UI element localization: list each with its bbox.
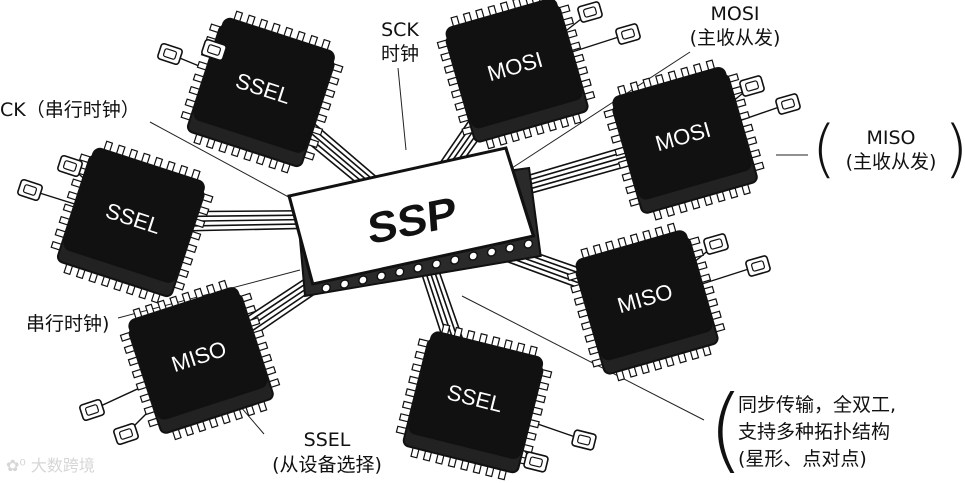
label-sck-left: CK（串行时钟） xyxy=(0,98,140,122)
terminal-block xyxy=(577,1,603,22)
label-features-line2: 支持多种拓扑结构 xyxy=(738,419,896,446)
ssp-chip-pin xyxy=(322,284,331,292)
watermark-logo-icon: ✿⁰ xyxy=(6,456,31,475)
terminal-block xyxy=(703,233,729,254)
watermark: ✿⁰ 大数跨境 xyxy=(6,452,95,476)
terminal-block xyxy=(571,430,596,451)
terminal-block xyxy=(113,423,139,445)
terminal-block xyxy=(745,255,771,276)
miso-right-open-paren: ( xyxy=(812,118,836,180)
ssp-chip-pin xyxy=(469,252,478,260)
label-miso-right-line2: (主收从发) xyxy=(836,150,946,174)
ssp-chip: SSP xyxy=(275,148,556,296)
label-ssel-bottom-line2: (从设备选择) xyxy=(252,453,402,478)
label-sck-top-line2: 时钟 xyxy=(370,42,430,66)
label-features: 同步传输，全双工, 支持多种拓扑结构 (星形、点对点) xyxy=(738,392,896,473)
ssp-chip-pin xyxy=(450,256,459,264)
terminal-block xyxy=(775,93,801,114)
ssp-chip-pin xyxy=(340,280,349,288)
label-mosi-top: MOSI (主收从发) xyxy=(680,2,790,50)
terminal-block xyxy=(739,75,765,96)
label-features-line3: (星形、点对点) xyxy=(738,446,896,473)
ssp-chip-pin xyxy=(432,260,441,268)
ssp-chip-pin xyxy=(487,248,496,256)
label-miso-right-line1: MISO xyxy=(836,126,946,150)
label-serial-clock: 串行时钟) xyxy=(26,312,109,336)
terminal-block xyxy=(615,23,641,44)
terminal-block xyxy=(523,452,548,473)
ssp-chip-pin xyxy=(524,240,533,248)
label-ssel-bottom-line1: SSEL xyxy=(252,428,402,453)
terminal-block xyxy=(79,399,105,421)
ssp-center-chip: SSP xyxy=(275,148,556,296)
label-sck-top-line1: SCK xyxy=(370,18,430,42)
label-features-line1: 同步传输，全双工, xyxy=(738,392,896,419)
terminal-block xyxy=(17,179,43,201)
ssp-chip-pin xyxy=(414,264,423,272)
label-miso-right: MISO (主收从发) xyxy=(836,126,946,174)
label-sck-top: SCK 时钟 xyxy=(370,18,430,66)
miso-right-close-paren: ) xyxy=(944,118,965,180)
ssp-chip-pin xyxy=(505,244,514,252)
ssp-chip-pin xyxy=(395,268,404,276)
terminal-block xyxy=(157,43,183,65)
ssp-chip-pin xyxy=(377,272,386,280)
terminal-block xyxy=(57,155,83,177)
label-mosi-top-line1: MOSI xyxy=(680,2,790,26)
leader-line xyxy=(398,68,406,150)
watermark-text: 大数跨境 xyxy=(31,456,95,475)
label-mosi-top-line2: (主收从发) xyxy=(680,26,790,50)
ssp-chip-pin xyxy=(358,276,367,284)
label-ssel-bottom: SSEL (从设备选择) xyxy=(252,428,402,478)
chip-sel-topleft: SSEL xyxy=(175,5,349,179)
